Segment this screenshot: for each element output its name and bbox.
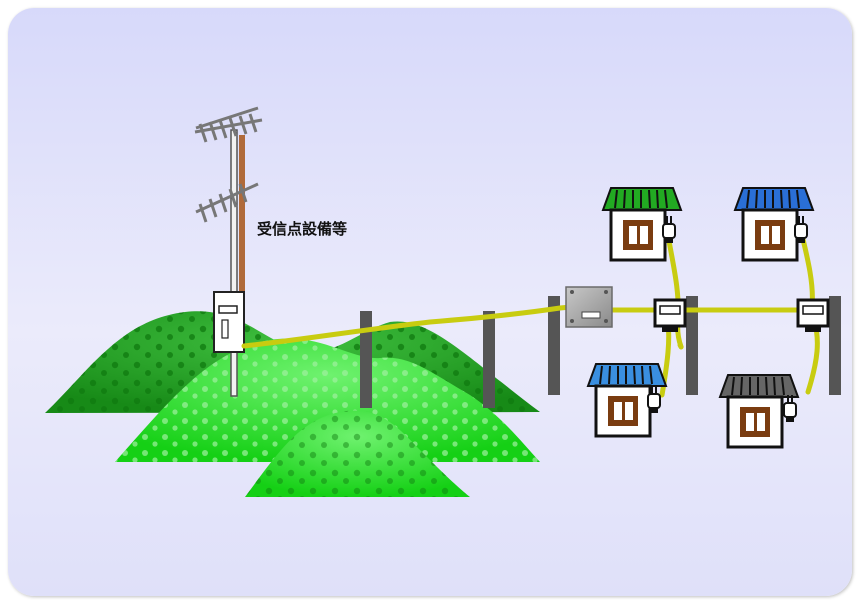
hills (45, 311, 540, 497)
pole-2 (483, 311, 495, 408)
power-plug-icon (794, 216, 808, 243)
house-icon (733, 187, 815, 262)
antenna-upper (194, 106, 263, 143)
pole-3 (548, 296, 560, 395)
power-plug-icon (783, 395, 797, 422)
drop-cable-3 (799, 232, 815, 309)
power-plug-icon (662, 216, 676, 243)
power-plug-icon (647, 386, 661, 413)
house-icon (586, 363, 668, 438)
pole-5 (829, 296, 841, 395)
trunk-cable (241, 303, 585, 349)
antenna-lower (195, 182, 259, 223)
antenna-pole (230, 129, 238, 397)
amplifier-icon (565, 286, 613, 328)
tv-antenna-icon (194, 106, 263, 397)
antenna-mast (239, 135, 245, 345)
pole-4 (686, 296, 698, 395)
house-icon (601, 187, 683, 262)
diagram-panel (8, 8, 852, 596)
tap-off-2 (796, 298, 830, 332)
pole-1 (360, 311, 372, 408)
house-icon (718, 374, 800, 449)
tap-off-1 (653, 298, 687, 332)
reception-equipment-label: 受信点設備等 (257, 220, 348, 238)
reception-box (213, 291, 245, 353)
utility-poles (360, 296, 841, 408)
